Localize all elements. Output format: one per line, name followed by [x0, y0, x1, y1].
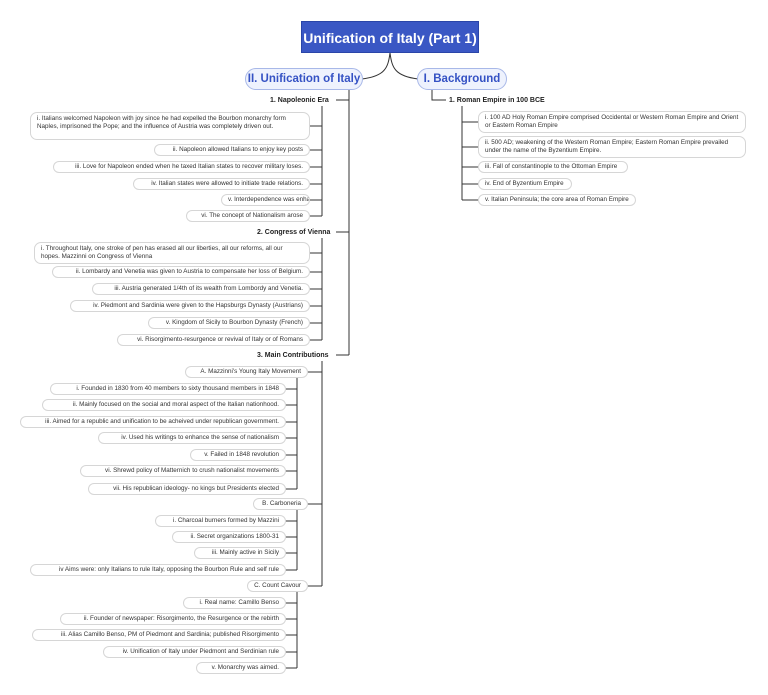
- mazzini-item-5[interactable]: v. Failed in 1848 revolution: [190, 449, 286, 461]
- topic-roman-empire[interactable]: 1. Roman Empire in 100 BCE: [449, 97, 545, 104]
- vienna-item-1[interactable]: i. Throughout Italy, one stroke of pen h…: [34, 242, 310, 264]
- count-cavour[interactable]: C. Count Cavour: [247, 580, 308, 592]
- napoleonic-item-3[interactable]: iii. Love for Napoleon ended when he tax…: [53, 161, 310, 173]
- cavour-item-2[interactable]: ii. Founder of newspaper: Risorgimento, …: [60, 613, 286, 625]
- napoleonic-item-1[interactable]: i. Italians welcomed Napoleon with joy s…: [30, 112, 310, 140]
- carboneria[interactable]: B. Carboneria: [253, 498, 308, 510]
- napoleonic-item-5[interactable]: v. Interdependence was enhanced.: [221, 194, 310, 206]
- topic-napoleonic-era[interactable]: 1. Napoleonic Era: [270, 97, 329, 104]
- branch-background[interactable]: I. Background: [417, 68, 507, 90]
- carboneria-item-2[interactable]: ii. Secret organizations 1800-31: [172, 531, 286, 543]
- background-item-3[interactable]: iii. Fall of constantinople to the Ottom…: [478, 161, 628, 173]
- napoleonic-item-4[interactable]: iv. Italian states were allowed to initi…: [133, 178, 310, 190]
- mazzini-item-6[interactable]: vi. Shrewd policy of Matternich to crush…: [80, 465, 286, 477]
- cavour-item-4[interactable]: iv. Unification of Italy under Piedmont …: [103, 646, 286, 658]
- vienna-item-4[interactable]: iv. Piedmont and Sardinia were given to …: [70, 300, 310, 312]
- carboneria-item-4[interactable]: iv Aims were: only Italians to rule Ital…: [30, 564, 286, 576]
- mazzini-movement[interactable]: A. Mazzinni's Young Italy Movement: [185, 366, 308, 378]
- vienna-item-6[interactable]: vi. Risorgimento-resurgence or revival o…: [117, 334, 310, 346]
- vienna-item-3[interactable]: iii. Austria generated 1/4th of its weal…: [92, 283, 310, 295]
- carboneria-item-3[interactable]: iii. Mainly active in Sicily: [194, 547, 286, 559]
- mazzini-item-4[interactable]: iv. Used his writings to enhance the sen…: [98, 432, 286, 444]
- background-item-4[interactable]: iv. End of Byzentium Empire: [478, 178, 572, 190]
- background-item-1[interactable]: i. 100 AD Holy Roman Empire comprised Oc…: [478, 111, 746, 133]
- napoleonic-item-6[interactable]: vi. The concept of Nationalism arose: [186, 210, 310, 222]
- vienna-item-2[interactable]: ii. Lombardy and Venetia was given to Au…: [52, 266, 310, 278]
- background-item-2[interactable]: ii. 500 AD; weakening of the Western Rom…: [478, 136, 746, 158]
- background-item-5[interactable]: v. Italian Peninsula; the core area of R…: [478, 194, 636, 206]
- vienna-item-5[interactable]: v. Kingdom of Sicily to Bourbon Dynasty …: [148, 317, 310, 329]
- mazzini-item-3[interactable]: iii. Aimed for a republic and unificatio…: [20, 416, 286, 428]
- cavour-item-3[interactable]: iii. Alias Camillo Benso, PM of Piedmont…: [32, 629, 286, 641]
- branch-unification[interactable]: II. Unification of Italy: [245, 68, 363, 90]
- mazzini-item-1[interactable]: i. Founded in 1830 from 40 members to si…: [50, 383, 286, 395]
- carboneria-item-1[interactable]: i. Charcoal burners formed by Mazzini: [155, 515, 286, 527]
- napoleonic-item-2[interactable]: ii. Napoleon allowed Italians to enjoy k…: [154, 144, 310, 156]
- mazzini-item-7[interactable]: vii. His republican ideology- no kings b…: [88, 483, 286, 495]
- topic-congress-of-vienna[interactable]: 2. Congress of Vienna: [257, 229, 331, 236]
- mazzini-item-2[interactable]: ii. Mainly focused on the social and mor…: [42, 399, 286, 411]
- cavour-item-5[interactable]: v. Monarchy was aimed.: [196, 662, 286, 674]
- topic-main-contributions[interactable]: 3. Main Contributions: [257, 352, 329, 359]
- central-topic[interactable]: Unification of Italy (Part 1): [301, 21, 479, 53]
- cavour-item-1[interactable]: i. Real name: Camillo Benso: [183, 597, 286, 609]
